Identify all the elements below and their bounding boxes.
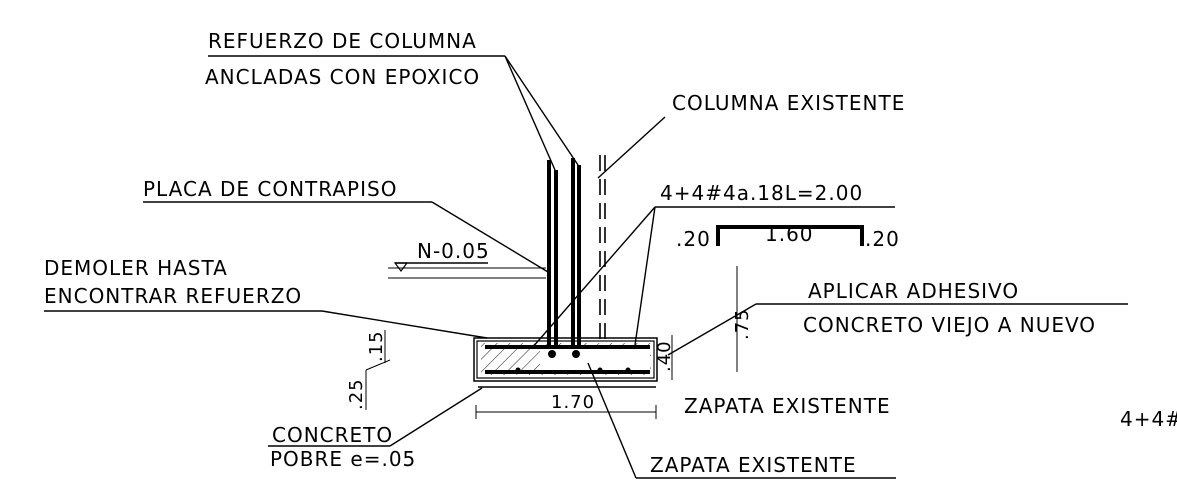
label-ancladas-epoxico: ANCLADAS CON EPOXICO [205, 65, 480, 89]
label-bar-right-hook: .20 [865, 227, 900, 251]
rebar-dot [515, 367, 521, 373]
rebar-dot [548, 350, 556, 358]
label-encontrar-refuerzo: ENCONTRAR REFUERZO [44, 284, 302, 308]
level-triangle-icon [393, 262, 409, 272]
label-zapata-existente-right: ZAPATA EXISTENTE [684, 394, 891, 418]
label-dim-170: 1.70 [551, 392, 595, 413]
rebar-dot [572, 350, 580, 358]
footing-new-concrete [540, 345, 650, 373]
label-dim-015: .15 [366, 330, 387, 362]
bar-shape-diagram [716, 225, 864, 246]
leader-line [389, 387, 483, 447]
label-cutoff-spec: 4+4# [1120, 407, 1177, 431]
leader-line [321, 310, 488, 339]
leader-line [531, 206, 656, 349]
dimension-tick [365, 359, 391, 371]
label-rebar-spec: 4+4#4a.18L=2.00 [660, 181, 863, 205]
label-zapata-existente-bottom: ZAPATA EXISTENTE [650, 453, 857, 477]
leader-line [634, 206, 656, 346]
label-placa-contrapiso: PLACA DE CONTRAPISO [143, 177, 397, 201]
footing-inner-outline [476, 340, 655, 379]
leader-line [597, 116, 666, 179]
label-aplicar-adhesivo: APLICAR ADHESIVO [808, 279, 1019, 303]
label-level: N-0.05 [417, 239, 490, 263]
label-refuerzo-columna: REFUERZO DE COLUMNA [208, 29, 477, 53]
label-concreto-viejo-nuevo: CONCRETO VIEJO A NUEVO [803, 313, 1096, 337]
footing-outline [473, 337, 658, 382]
label-columna-existente: COLUMNA EXISTENTE [672, 91, 905, 115]
label-bar-left-hook: .20 [676, 227, 711, 251]
leader-line [504, 55, 556, 171]
label-demoler-hasta: DEMOLER HASTA [44, 256, 228, 280]
label-dim-025: .25 [346, 378, 367, 410]
rebar-dot [597, 367, 603, 373]
leader-line [504, 55, 579, 166]
label-dim-040: .40 [654, 340, 675, 372]
label-concreto: CONCRETO [272, 423, 393, 447]
leader-line [431, 201, 549, 273]
label-pobre: POBRE e=.05 [270, 447, 416, 471]
label-dim-075: .75 [732, 308, 753, 340]
leader-line [667, 303, 757, 356]
leader-line [587, 362, 637, 479]
rebar-dot [625, 367, 631, 373]
label-bar-length: 1.60 [765, 222, 814, 246]
